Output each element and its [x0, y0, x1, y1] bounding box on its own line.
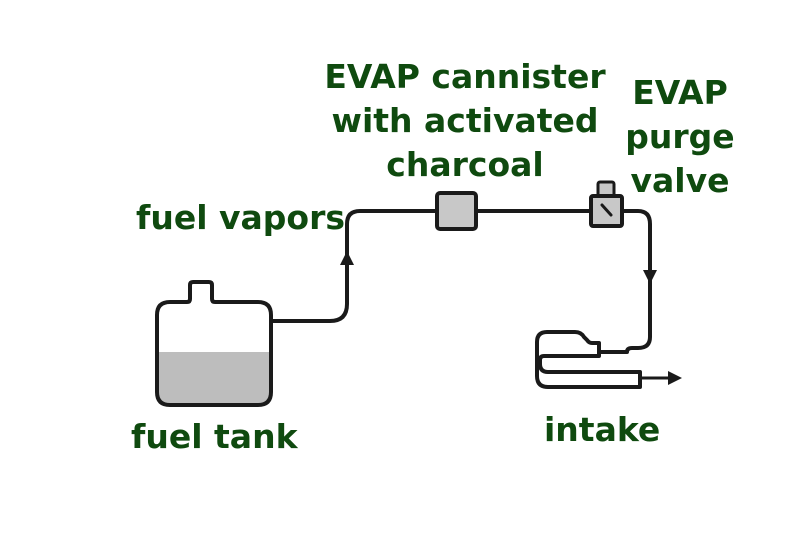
evap-canister [435, 191, 478, 231]
purge-valve-label: EVAP purge valve [620, 71, 740, 203]
evap-canister-label-line: with activated [331, 101, 599, 140]
purge-valve-indicator [600, 203, 613, 217]
purge-valve [589, 180, 624, 228]
arrow-up-icon [340, 251, 354, 265]
arrow-right-icon [668, 371, 682, 385]
fuel-tank-outline [155, 280, 273, 407]
line-valve-to-intake [599, 209, 652, 354]
evap-canister-label-line: charcoal [386, 145, 544, 184]
purge-valve-label-line: valve [630, 161, 730, 200]
arrow-down-icon [643, 270, 657, 284]
fuel-tank-label: fuel tank [131, 417, 298, 456]
evap-canister-label-line: EVAP cannister [324, 57, 606, 96]
purge-valve-label-line: EVAP [632, 73, 728, 112]
fuel-vapors-label: fuel vapors [136, 198, 346, 237]
evap-canister-label: EVAP cannister with activated charcoal [320, 55, 610, 187]
intake-label: intake [544, 410, 661, 449]
fuel-tank-fill [157, 352, 271, 405]
intake-manifold [535, 330, 642, 389]
purge-valve-label-line: purge [625, 117, 735, 156]
fuel-tank [155, 280, 273, 407]
